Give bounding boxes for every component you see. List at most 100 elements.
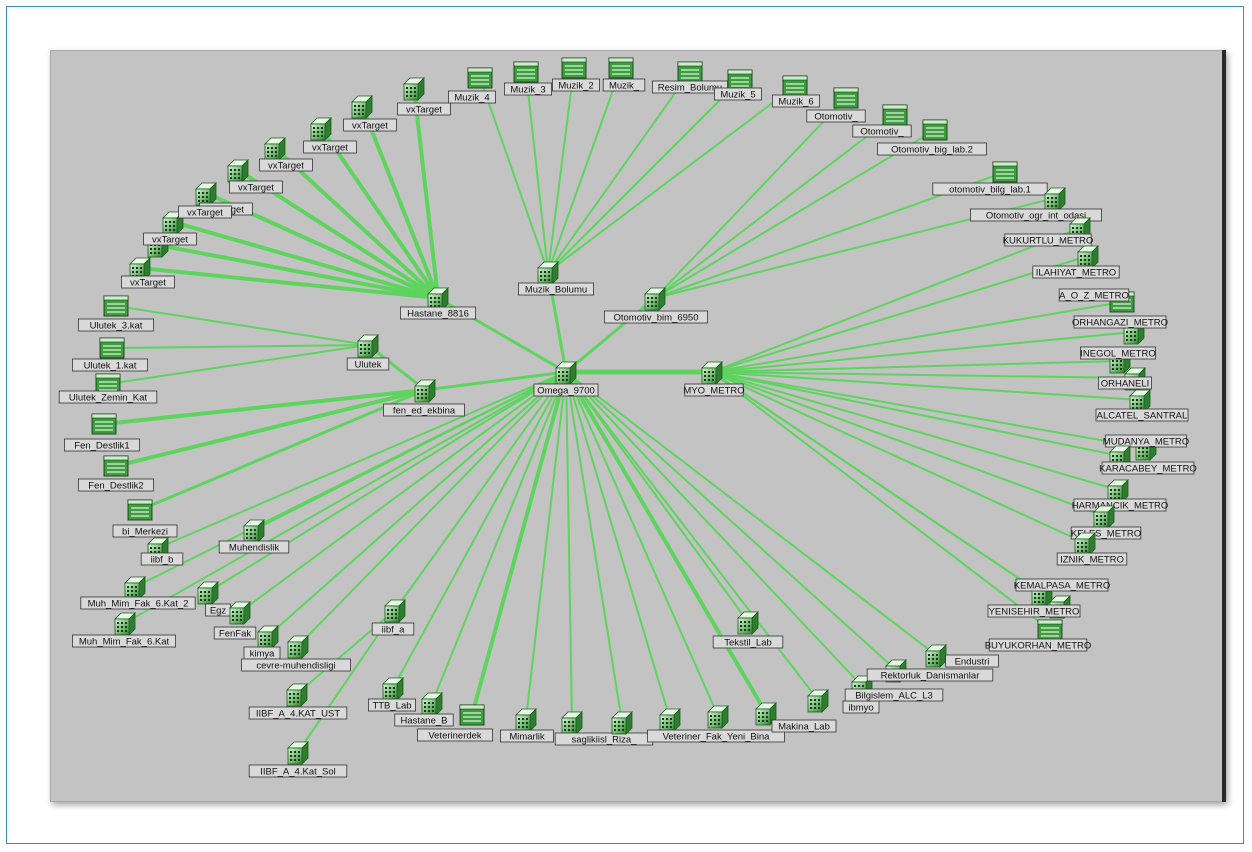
- network-node[interactable]: [707, 705, 729, 729]
- network-link[interactable]: [102, 388, 427, 426]
- network-link[interactable]: [525, 371, 567, 720]
- network-link[interactable]: [107, 344, 369, 385]
- network-link[interactable]: [711, 371, 1086, 544]
- network-link[interactable]: [711, 255, 1089, 373]
- network-link[interactable]: [412, 86, 440, 300]
- network-node[interactable]: Otomotiv_bim_6950: [604, 287, 709, 324]
- network-link[interactable]: [111, 344, 369, 349]
- network-node[interactable]: Veteriner_Fak_Yeni_Bina: [647, 708, 785, 743]
- network-node[interactable]: vxTarget: [121, 257, 175, 289]
- network-link[interactable]: [711, 371, 1147, 449]
- network-link[interactable]: [297, 371, 567, 647]
- network-node[interactable]: otomotiv_bilg_lab.1: [932, 161, 1048, 196]
- network-link[interactable]: [711, 227, 1081, 373]
- network-link[interactable]: [479, 77, 549, 273]
- network-node[interactable]: Otomotiv_big_lab.2: [877, 119, 987, 156]
- network-node[interactable]: iibf_b: [140, 537, 184, 566]
- network-node[interactable]: saglikiisl_Riza_: [554, 711, 654, 746]
- network-node[interactable]: vxTarget: [343, 95, 397, 132]
- network-node[interactable]: Hastane_8816: [399, 287, 476, 320]
- network-node[interactable]: ILAHIYAT_METRO: [1032, 245, 1120, 279]
- network-node[interactable]: ALCATEL_SANTRAL: [1095, 389, 1189, 422]
- network-link[interactable]: [564, 370, 768, 715]
- network-node[interactable]: TTB_Lab: [367, 677, 416, 712]
- network-node[interactable]: YENISEHIR_METRO: [987, 595, 1081, 619]
- network-link[interactable]: [273, 146, 440, 300]
- network-link[interactable]: [565, 371, 863, 687]
- network-node[interactable]: KEMALPASA_METRO: [1014, 578, 1110, 607]
- network-link[interactable]: [525, 71, 549, 273]
- network-link[interactable]: [138, 388, 427, 512]
- network-link[interactable]: [565, 371, 749, 623]
- network-link[interactable]: [207, 371, 567, 593]
- network-node[interactable]: Muzik_2: [552, 57, 601, 92]
- network-node[interactable]: Ulutek_3.kat: [78, 295, 154, 332]
- network-node[interactable]: Fen_Destlik1: [64, 413, 140, 452]
- network-link[interactable]: [565, 371, 719, 717]
- network-link[interactable]: [711, 371, 1141, 401]
- network-link[interactable]: [239, 371, 567, 613]
- network-link[interactable]: [711, 371, 1121, 457]
- network-node[interactable]: Ulutek_Zemin_Kat: [58, 373, 158, 404]
- network-link[interactable]: [392, 371, 567, 689]
- network-node[interactable]: vxTarget: [227, 159, 283, 194]
- network-node[interactable]: Hastane_B: [394, 692, 454, 727]
- network-link[interactable]: [156, 243, 440, 300]
- network-node[interactable]: vxTarget: [259, 137, 313, 172]
- network-node[interactable]: vxTarget: [143, 232, 197, 258]
- network-link[interactable]: [366, 343, 427, 392]
- network-link[interactable]: [565, 371, 937, 656]
- network-link[interactable]: [711, 371, 1136, 379]
- network-link[interactable]: [654, 114, 896, 299]
- network-node[interactable]: KUKURTLU_METRO: [1003, 217, 1094, 247]
- network-node[interactable]: KELES_METRO: [1070, 505, 1142, 540]
- network-link[interactable]: [711, 371, 1061, 607]
- network-node[interactable]: Muzik_3: [503, 61, 552, 96]
- network-node[interactable]: ibmyo: [807, 689, 880, 714]
- network-link[interactable]: [171, 220, 440, 300]
- network-node[interactable]: ORHANELI: [1098, 367, 1152, 391]
- network-node[interactable]: Makina_Lab: [755, 702, 837, 733]
- network-node[interactable]: vxTarget: [397, 77, 451, 116]
- network-node[interactable]: IIBF_A_4.KAT_UST: [248, 683, 348, 720]
- network-node[interactable]: MYO_METRO: [683, 361, 745, 397]
- network-link[interactable]: [157, 371, 567, 549]
- network-node[interactable]: fen_ed_ekbina: [383, 379, 465, 417]
- network-link[interactable]: [711, 371, 1119, 491]
- network-link[interactable]: [124, 371, 567, 624]
- network-link[interactable]: [114, 388, 427, 468]
- network-node[interactable]: Muhendislik: [218, 519, 290, 554]
- network-node[interactable]: vxTarget: [303, 117, 357, 154]
- network-link[interactable]: [547, 79, 741, 273]
- network-link[interactable]: [711, 301, 1123, 373]
- network-node[interactable]: bi_Merkezi: [112, 499, 178, 538]
- network-node[interactable]: Endustri: [925, 644, 999, 668]
- network-node[interactable]: [611, 711, 633, 735]
- network-link[interactable]: [711, 360, 1121, 373]
- network-node[interactable]: Fen_Destlik2: [78, 455, 154, 492]
- network-link[interactable]: [470, 370, 568, 717]
- network-node[interactable]: Rektorluk_Danismanlar: [866, 659, 994, 683]
- network-link[interactable]: [394, 371, 567, 611]
- network-node[interactable]: IZNIK_METRO: [1056, 532, 1128, 566]
- network-node[interactable]: INEGOL_METRO: [1080, 346, 1157, 374]
- network-node[interactable]: Ulutek_1.kat: [72, 337, 148, 372]
- network-link[interactable]: [654, 129, 936, 299]
- network-link[interactable]: [565, 371, 897, 671]
- network-node[interactable]: Resim_Bolumu: [652, 61, 729, 94]
- network-node[interactable]: Muzik_: [602, 57, 646, 92]
- network-node[interactable]: Mimarlik: [500, 708, 554, 743]
- network-node[interactable]: Egz: [197, 581, 231, 617]
- network-node[interactable]: Muzik_6: [772, 75, 821, 108]
- network-node[interactable]: cevre-muhendisligi: [241, 635, 351, 672]
- network-node[interactable]: iibf_a: [371, 599, 415, 636]
- network-node[interactable]: Muzik_4: [447, 67, 496, 104]
- network-link[interactable]: [547, 71, 691, 273]
- network-node[interactable]: vxTarget: [162, 205, 232, 235]
- network-node[interactable]: Veterinerdek: [416, 704, 493, 742]
- network-link[interactable]: [547, 67, 575, 273]
- network-node[interactable]: Tekstil_Lab: [712, 611, 784, 649]
- network-link[interactable]: [547, 85, 796, 273]
- network-node[interactable]: Muh_Mim_Fak_6.Kat: [72, 612, 176, 648]
